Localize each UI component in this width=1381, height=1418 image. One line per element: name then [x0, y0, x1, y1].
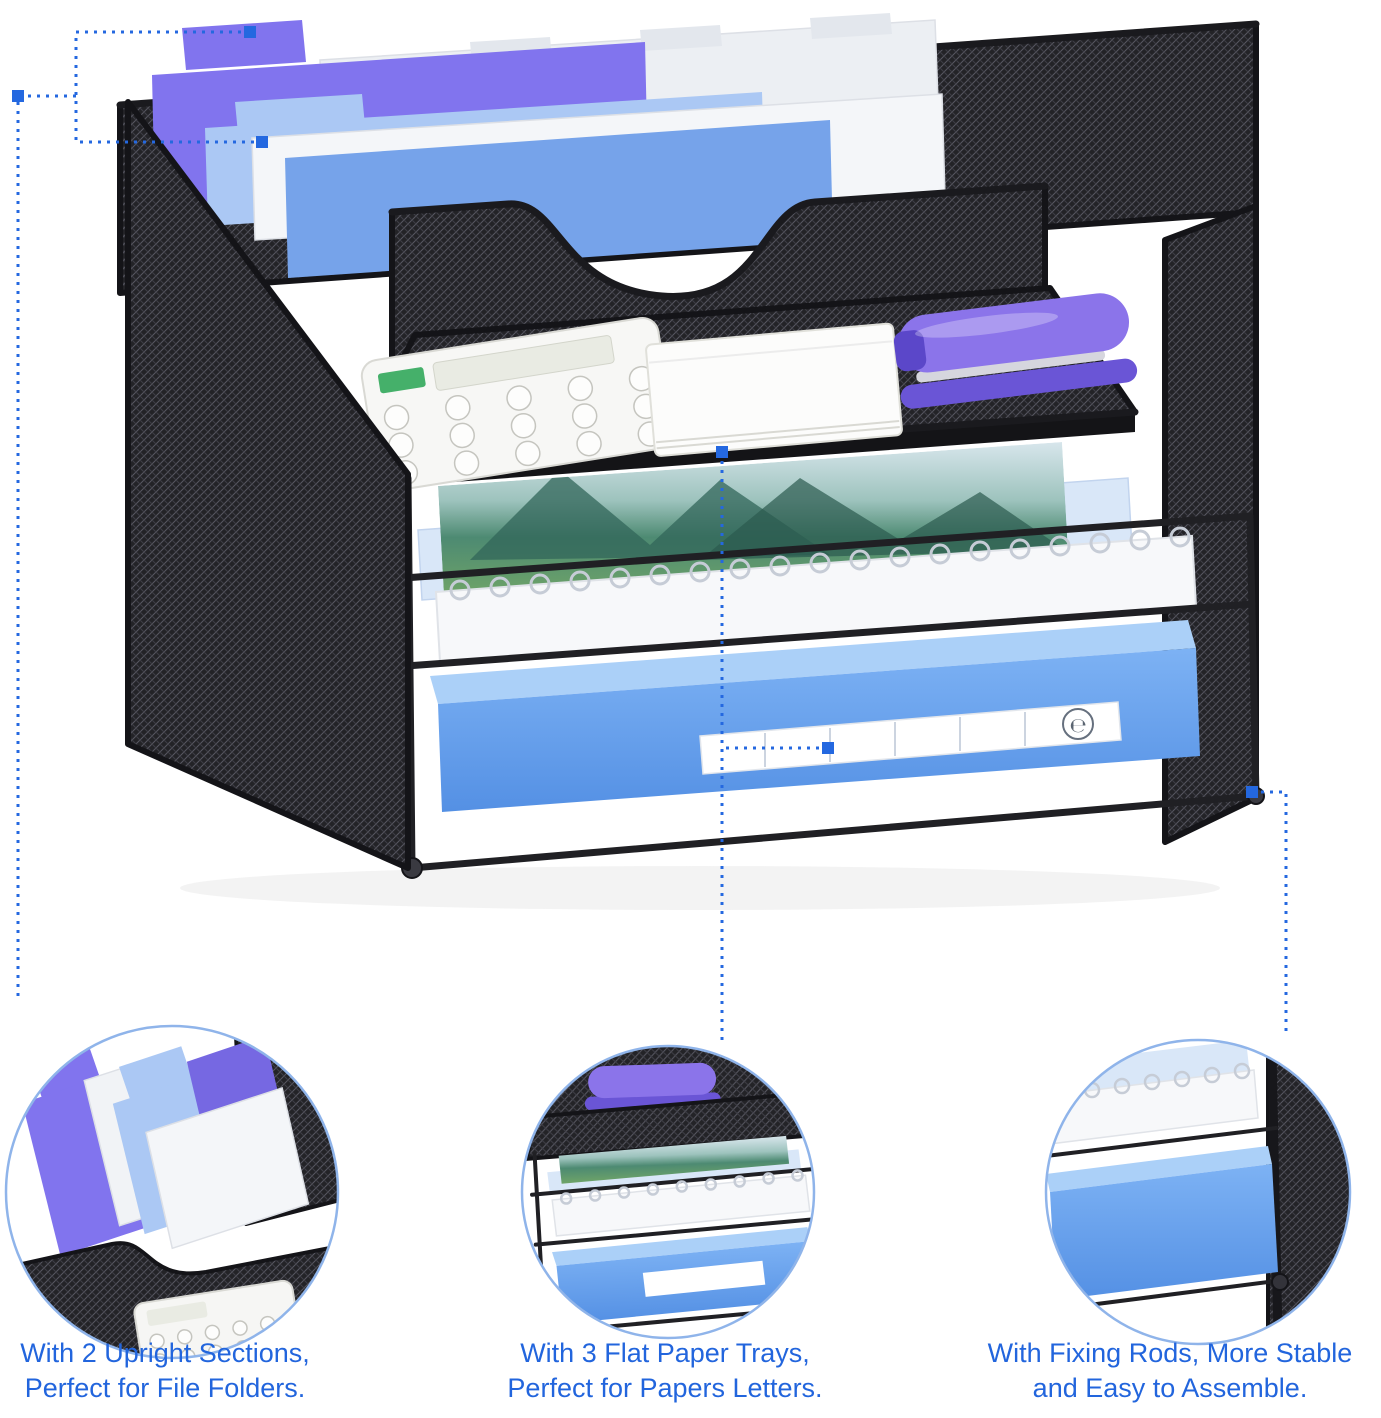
bottom-front-rod: [408, 792, 1260, 872]
inset-fixing-rods: [1046, 1040, 1350, 1344]
callout-lines: [16, 30, 1288, 1040]
inset2-spiral-binding: [559, 1169, 804, 1205]
inset3-rod: [1046, 1126, 1278, 1158]
stapler-metal-strip: [916, 349, 1106, 383]
inset3-box-front: [1050, 1164, 1278, 1300]
right-front-rod: [1246, 514, 1260, 800]
inset1-white-papers: [145, 1086, 310, 1250]
inset2-box-top: [552, 1227, 812, 1266]
callout-dots: [12, 26, 1258, 798]
folder-tab: [810, 13, 892, 39]
inset-ring-upright: [4, 1024, 340, 1360]
document-box-top: [430, 620, 1196, 704]
inset2-notebook: [551, 1174, 811, 1237]
inset-paper-trays: [522, 1046, 814, 1338]
callout-dot: [12, 90, 24, 102]
caption-line-1: With Fixing Rods, More Stable: [987, 1338, 1353, 1368]
floor-shadow: [180, 866, 1220, 910]
callout-dot: [256, 136, 268, 148]
inset2-photo: [558, 1135, 790, 1184]
inset-rings: [4, 1024, 1352, 1360]
caption-line-1: With 2 Upright Sections,: [20, 1338, 310, 1368]
callout-dot: [244, 26, 256, 38]
calculator: [360, 316, 676, 492]
inset-upright-sections: [6, 1026, 338, 1358]
stapler: [893, 293, 1138, 409]
inset3-box-top: [1046, 1146, 1272, 1192]
document-box: ℮: [430, 620, 1200, 812]
caption-line-2: and Easy to Assemble.: [1032, 1373, 1308, 1403]
stapler-base: [900, 358, 1138, 409]
stapler-body: [898, 293, 1130, 373]
divider-panel-rim: [388, 182, 1049, 300]
box-logo-glyph: ℮: [1069, 713, 1086, 737]
spiral-binding: [449, 526, 1191, 601]
inset-ring-rods: [1044, 1038, 1352, 1346]
inset2-box-label: [642, 1260, 766, 1297]
caption-line-2: Perfect for Papers Letters.: [507, 1373, 823, 1403]
document-box-label: [699, 701, 1122, 775]
callout-dot: [1246, 786, 1258, 798]
tray2-front-rod: [402, 600, 1256, 670]
inset1-folders: [22, 1035, 310, 1257]
folder-tab: [640, 25, 722, 51]
calculator-screen: [432, 335, 615, 391]
tray1-front-rod: [400, 512, 1254, 582]
inset-ring-trays: [520, 1044, 816, 1340]
inset2-rod: [533, 1216, 814, 1247]
callout-dot: [822, 742, 834, 754]
callout-line-rods: [1252, 790, 1288, 1034]
calculator-brand-badge: [377, 367, 426, 394]
caption-line-1: With 3 Flat Paper Trays,: [520, 1338, 810, 1368]
left-side-panel-mesh: [125, 99, 411, 871]
caption-upright-sections: With 2 Upright Sections, Perfect for Fil…: [0, 1336, 330, 1406]
box-logo-icon: [1062, 708, 1094, 740]
notepad: [645, 322, 903, 457]
caption-fixing-rods: With Fixing Rods, More Stable and Easy t…: [960, 1336, 1380, 1406]
caption-paper-trays: With 3 Flat Paper Trays, Perfect for Pap…: [470, 1336, 860, 1406]
callout-dot: [716, 446, 728, 458]
desk-organizer: ℮: [116, 13, 1265, 910]
caption-line-2: Perfect for File Folders.: [24, 1373, 306, 1403]
shelf-thickness: [345, 412, 1135, 490]
inset3-corner-knob: [1271, 1273, 1289, 1291]
